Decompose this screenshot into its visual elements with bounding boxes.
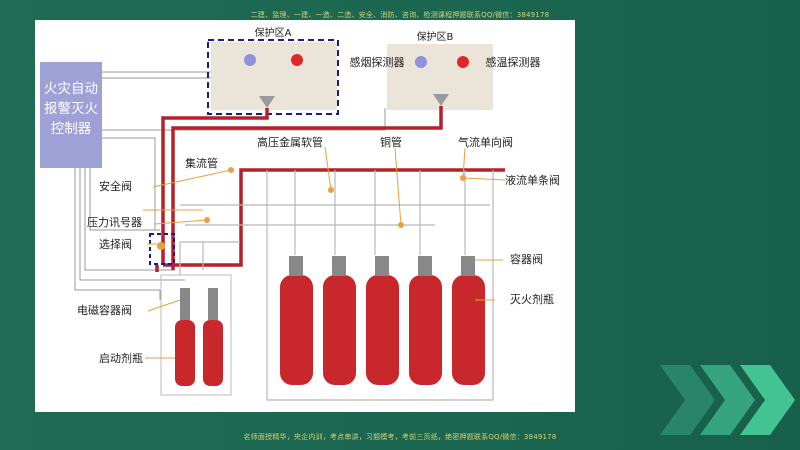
collector-label: 集流管 [185,156,218,170]
zone-a-nozzle [259,96,275,108]
zone-b-heat-detector [457,56,469,68]
decorative-chevrons [660,365,795,435]
safety-valve-label: 安全阀 [99,179,132,193]
signal-wires [74,65,386,300]
watermark-bottom: 名师面授精华，央企内训，考点串讲，习题模考，考前三页纸，绝密押题联系QQ/微信：… [243,433,557,441]
zone-a-highlight [207,39,339,115]
gas-check-valve-label: 气流单向阀 [458,135,513,149]
watermark-top: 二建、监理、一建、一造、二造、安全、消防、咨询、检测课程押题联系QQ/微信：38… [250,11,550,19]
zone-b-nozzle [433,94,449,106]
container-valve-label: 容器阀 [510,252,543,266]
starter-bottles [175,288,223,386]
zone-a-smoke-detector [244,54,256,66]
starter-bottle-label: 启动剂瓶 [99,351,143,365]
zone-a-label: 保护区A [255,26,292,39]
liquid-check-valve-label: 液流单条阀 [505,173,560,187]
heat-detector-label: 感温探测器 [486,56,541,69]
leader-lines [143,146,506,359]
selector-valve [157,242,165,250]
copper-pipe-label: 铜管 [380,135,402,149]
smoke-detector-label: 感烟探测器 [350,55,405,69]
zone-a-box [211,42,337,110]
starter-frame [160,274,232,396]
controller-label-1: 火灾自动 [44,80,98,97]
system-diagram: 火灾自动 报警灭火 控制器 保护区A 保护区B 感烟探测器 感温探测器 [35,20,575,412]
agent-cylinders [280,256,485,385]
zone-b-smoke-detector [415,56,427,68]
selector-valve-label: 选择阀 [99,237,132,251]
thin-piping [179,170,494,401]
controller-label-2: 报警灭火 [44,101,98,117]
pipe-network [155,106,505,272]
agent-bottle-label: 灭火剂瓶 [510,292,554,306]
diagram-canvas: 火灾自动 报警灭火 控制器 保护区A 保护区B 感烟探测器 感温探测器 [40,26,560,401]
controller-panel [40,62,102,168]
zone-b-label: 保护区B [417,30,454,43]
controller-label-3: 控制器 [51,121,92,137]
selector-valve-highlight [149,233,175,265]
pressure-signal-label: 压力讯号器 [87,216,142,229]
hose-label: 高压金属软管 [257,135,323,149]
solenoid-valve-label: 电磁容器阀 [77,303,132,317]
zone-a-heat-detector [291,54,303,66]
